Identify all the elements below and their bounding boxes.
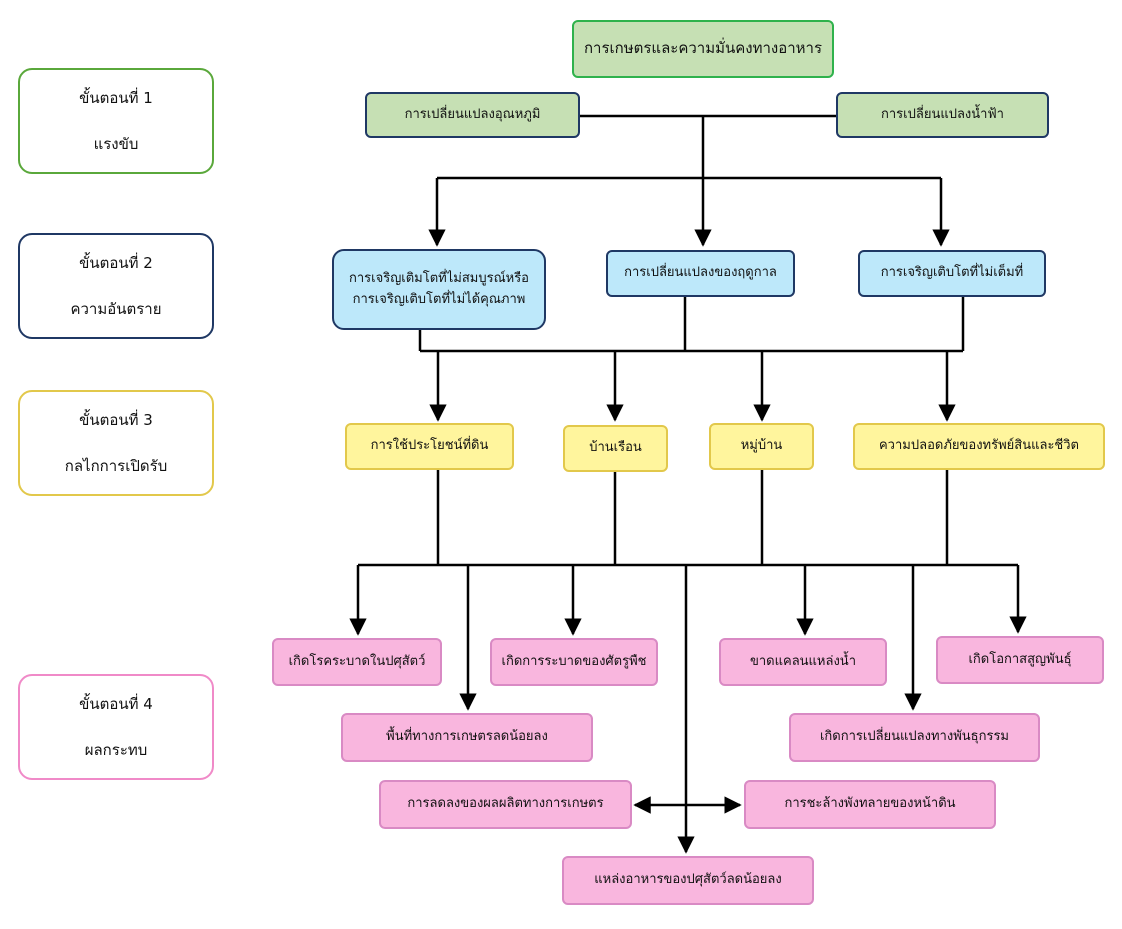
impact-extinction: เกิดโอกาสสูญพันธุ์ (936, 636, 1104, 684)
exposure-land-use-label: การใช้ประโยชน์ที่ดิน (370, 438, 489, 454)
exposure-housing-label: บ้านเรือน (589, 440, 642, 456)
driver-temperature-change: การเปลี่ยนแปลงอุณหภูมิ (365, 92, 580, 138)
impact-livestock-food-label: แหล่งอาหารของปศุสัตว์ลดน้อยลง (594, 872, 782, 888)
exposure-village: หมู่บ้าน (709, 423, 814, 470)
exposure-safety-label: ความปลอดภัยของทรัพย์สินและชีวิต (878, 438, 1079, 454)
impact-genetic-change-label: เกิดการเปลี่ยนแปลงทางพันธุกรรม (819, 729, 1010, 745)
hazard-growth-line2: การเจริญเติบโตที่ไม่ได้คุณภาพ (352, 291, 526, 307)
driver-rainfall-label: การเปลี่ยนแปลงน้ำฟ้า (881, 106, 1004, 122)
stage-2-name: ความอันตราย (70, 300, 162, 318)
hazard-incomplete-growth: การเจริญเติมโตที่ไม่สมบูรณ์หรือ การเจริญ… (332, 249, 546, 330)
stage-1-step: ขั้นตอนที่ 1 (79, 89, 153, 107)
root-node-food-security: การเกษตรและความมั่นคงทางอาหาร (572, 20, 834, 78)
impact-soil-erosion: การชะล้างพังทลายของหน้าดิน (744, 780, 996, 829)
exposure-land-use: การใช้ประโยชน์ที่ดิน (345, 423, 514, 470)
impact-water-shortage: ขาดแคลนแหล่งน้ำ (719, 638, 887, 686)
driver-temperature-label: การเปลี่ยนแปลงอุณหภูมิ (404, 106, 541, 122)
stage-1-name: แรงขับ (93, 135, 139, 153)
stage-2-box: ขั้นตอนที่ 2 ความอันตราย (18, 233, 214, 339)
impact-farmland-decrease-label: พื้นที่ทางการเกษตรลดน้อยลง (386, 729, 548, 745)
root-node-label: การเกษตรและความมั่นคงทางอาหาร (583, 39, 823, 58)
driver-rainfall-change: การเปลี่ยนแปลงน้ำฟ้า (836, 92, 1049, 138)
impact-farmland-decrease: พื้นที่ทางการเกษตรลดน้อยลง (341, 713, 593, 762)
stage-4-step: ขั้นตอนที่ 4 (79, 695, 153, 713)
impact-livestock-disease-label: เกิดโรคระบาดในปศุสัตว์ (288, 653, 426, 669)
impact-pest-outbreak-label: เกิดการระบาดของศัตรูพืช (501, 653, 647, 669)
impact-yield-decrease: การลดลงของผลผลิตทางการเกษตร (379, 780, 632, 829)
impact-genetic-change: เกิดการเปลี่ยนแปลงทางพันธุกรรม (789, 713, 1040, 762)
exposure-village-label: หมู่บ้าน (740, 438, 783, 454)
hazard-season-change: การเปลี่ยนแปลงของฤดูกาล (606, 250, 795, 297)
impact-extinction-label: เกิดโอกาสสูญพันธุ์ (968, 651, 1072, 667)
hazard-growth-line1: การเจริญเติมโตที่ไม่สมบูรณ์หรือ (349, 271, 529, 287)
impact-yield-decrease-label: การลดลงของผลผลิตทางการเกษตร (407, 796, 604, 812)
stage-3-box: ขั้นตอนที่ 3 กลไกการเปิดรับ (18, 390, 214, 496)
hazard-partial-growth: การเจริญเติบโตที่ไม่เต็มที่ (858, 250, 1046, 297)
stage-2-step: ขั้นตอนที่ 2 (79, 254, 153, 272)
hazard-partial-label: การเจริญเติบโตที่ไม่เต็มที่ (880, 265, 1024, 281)
impact-livestock-food: แหล่งอาหารของปศุสัตว์ลดน้อยลง (562, 856, 814, 905)
exposure-housing: บ้านเรือน (563, 425, 668, 472)
hazard-season-label: การเปลี่ยนแปลงของฤดูกาล (624, 265, 777, 281)
impact-water-shortage-label: ขาดแคลนแหล่งน้ำ (749, 653, 856, 669)
impact-pest-outbreak: เกิดการระบาดของศัตรูพืช (490, 638, 658, 686)
stage-3-name: กลไกการเปิดรับ (64, 457, 168, 475)
exposure-safety: ความปลอดภัยของทรัพย์สินและชีวิต (853, 423, 1105, 470)
impact-livestock-disease: เกิดโรคระบาดในปศุสัตว์ (272, 638, 442, 686)
impact-soil-erosion-label: การชะล้างพังทลายของหน้าดิน (784, 796, 956, 812)
stage-3-step: ขั้นตอนที่ 3 (79, 411, 153, 429)
stage-4-box: ขั้นตอนที่ 4 ผลกระทบ (18, 674, 214, 780)
stage-4-name: ผลกระทบ (84, 741, 148, 759)
stage-1-box: ขั้นตอนที่ 1 แรงขับ (18, 68, 214, 174)
